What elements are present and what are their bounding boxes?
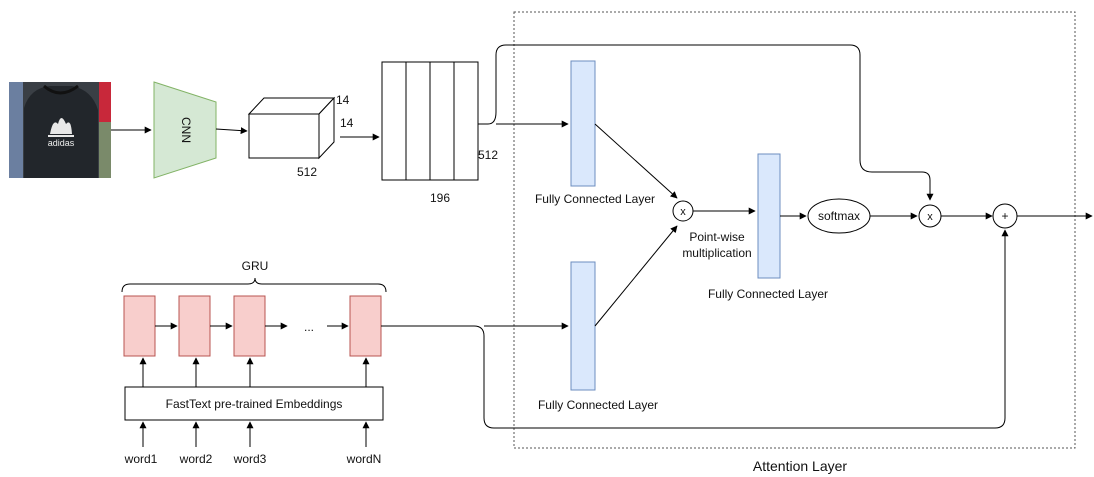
softmax-node: softmax bbox=[807, 198, 871, 234]
gru-cell bbox=[178, 295, 211, 357]
skip-connection-text bbox=[381, 229, 1009, 429]
multiply-node: x bbox=[672, 200, 694, 222]
fc-bottom bbox=[570, 261, 596, 391]
fc-bottom-label: Fully Connected Layer bbox=[538, 398, 658, 412]
gru-cell bbox=[349, 295, 382, 357]
cnn-label: CNN bbox=[179, 117, 193, 143]
multiply-symbol: x bbox=[680, 206, 686, 218]
word-label-n: wordN bbox=[346, 452, 382, 466]
cube-width-label: 512 bbox=[297, 165, 317, 179]
attention-layer-title: Attention Layer bbox=[753, 458, 848, 474]
skip-connection-image bbox=[478, 44, 934, 201]
feature-matrix: 512 196 bbox=[381, 61, 498, 205]
arrow-fc-bottom-to-multiply bbox=[594, 225, 678, 327]
cube-depth-label: 14 bbox=[336, 93, 350, 107]
fc-top bbox=[570, 60, 596, 187]
arrow-fc-top-to-multiply bbox=[594, 123, 678, 199]
word-label-3: word3 bbox=[233, 452, 267, 466]
add-node: + bbox=[992, 203, 1018, 229]
matrix-bottom-label: 196 bbox=[430, 191, 450, 205]
arrow-cnn-to-cube bbox=[215, 127, 248, 135]
matrix-side-label: 512 bbox=[478, 148, 498, 162]
gru-brace bbox=[121, 277, 387, 293]
multiply2-symbol: x bbox=[927, 211, 933, 223]
pointwise-label-line2: multiplication bbox=[682, 246, 751, 260]
add-symbol: + bbox=[1001, 209, 1008, 223]
embeddings-box: FastText pre-trained Embeddings bbox=[124, 386, 384, 421]
gru-cells bbox=[123, 295, 382, 357]
input-image: adidas bbox=[9, 82, 111, 178]
cnn-block: CNN bbox=[153, 81, 217, 179]
image-logo-text: adidas bbox=[48, 138, 75, 148]
softmax-label: softmax bbox=[818, 209, 860, 223]
feature-cube: 14 14 512 bbox=[247, 93, 354, 179]
gru-title: GRU bbox=[242, 259, 269, 273]
pointwise-label-line1: Point-wise bbox=[689, 230, 745, 244]
word-label-2: word2 bbox=[179, 452, 213, 466]
gru-ellipsis: ... bbox=[304, 320, 314, 334]
fc-top-label: Fully Connected Layer bbox=[535, 192, 655, 206]
gru-cell bbox=[123, 295, 156, 357]
gru-cell bbox=[233, 295, 266, 357]
fc-mid-label: Fully Connected Layer bbox=[708, 287, 828, 301]
attention-layer-box bbox=[513, 11, 1076, 449]
cube-height-label: 14 bbox=[340, 116, 354, 130]
word-label-1: word1 bbox=[124, 452, 158, 466]
fc-mid bbox=[757, 153, 781, 279]
embeddings-label: FastText pre-trained Embeddings bbox=[166, 397, 343, 411]
multiply2-node: x bbox=[918, 204, 942, 228]
